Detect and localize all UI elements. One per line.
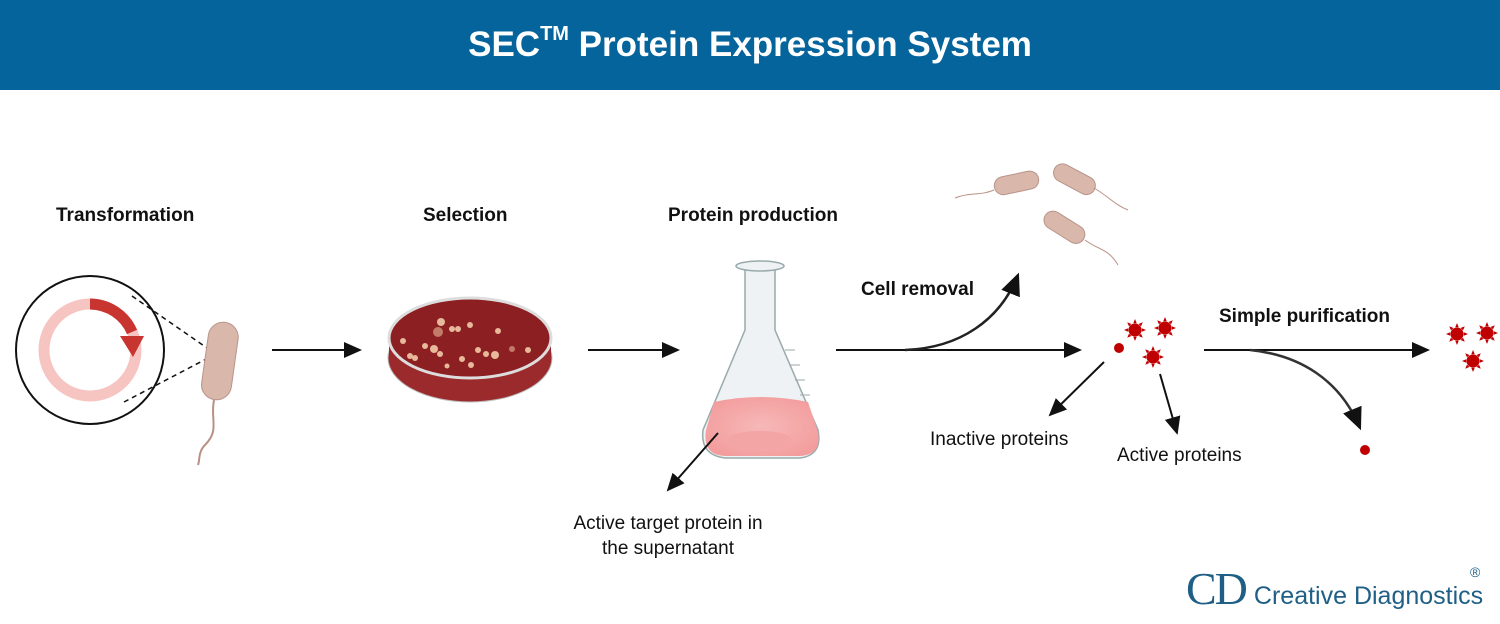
inactive-arrow	[1048, 361, 1105, 417]
active-protein-icon	[1154, 317, 1176, 339]
active-proteins-label: Active proteins	[1117, 445, 1242, 466]
step-selection: Selection	[423, 205, 508, 226]
flask-icon	[701, 260, 820, 459]
active-protein-icon	[1124, 319, 1146, 341]
step-protein-production: Protein production	[668, 205, 838, 226]
step-transformation: Transformation	[56, 205, 195, 226]
supernatant-arrow	[666, 432, 719, 492]
purification-waste-arrow	[1249, 348, 1362, 431]
bacterium-icon	[197, 321, 239, 466]
step-cell-removal: Cell removal	[861, 279, 974, 300]
plasmid-icon	[15, 275, 213, 425]
inactive-proteins-label: Inactive proteins	[930, 429, 1069, 450]
step-simple-purification: Simple purification	[1219, 306, 1391, 327]
active-protein-icon	[1446, 323, 1468, 345]
petri-dish-icon	[387, 296, 553, 403]
active-protein-icon	[1476, 322, 1498, 344]
title-banner: SECTM Protein Expression System	[0, 0, 1500, 90]
removed-bacteria-icon	[954, 163, 1129, 266]
cell-removal-arrow	[904, 272, 1020, 352]
active-protein-icon	[1142, 346, 1164, 368]
active-protein-icon	[1462, 350, 1484, 372]
inactive-protein-dot	[1360, 445, 1370, 455]
inactive-protein-dot	[1114, 343, 1124, 353]
active-arrow	[1159, 373, 1181, 435]
page-title: SECTM Protein Expression System	[468, 23, 1032, 64]
